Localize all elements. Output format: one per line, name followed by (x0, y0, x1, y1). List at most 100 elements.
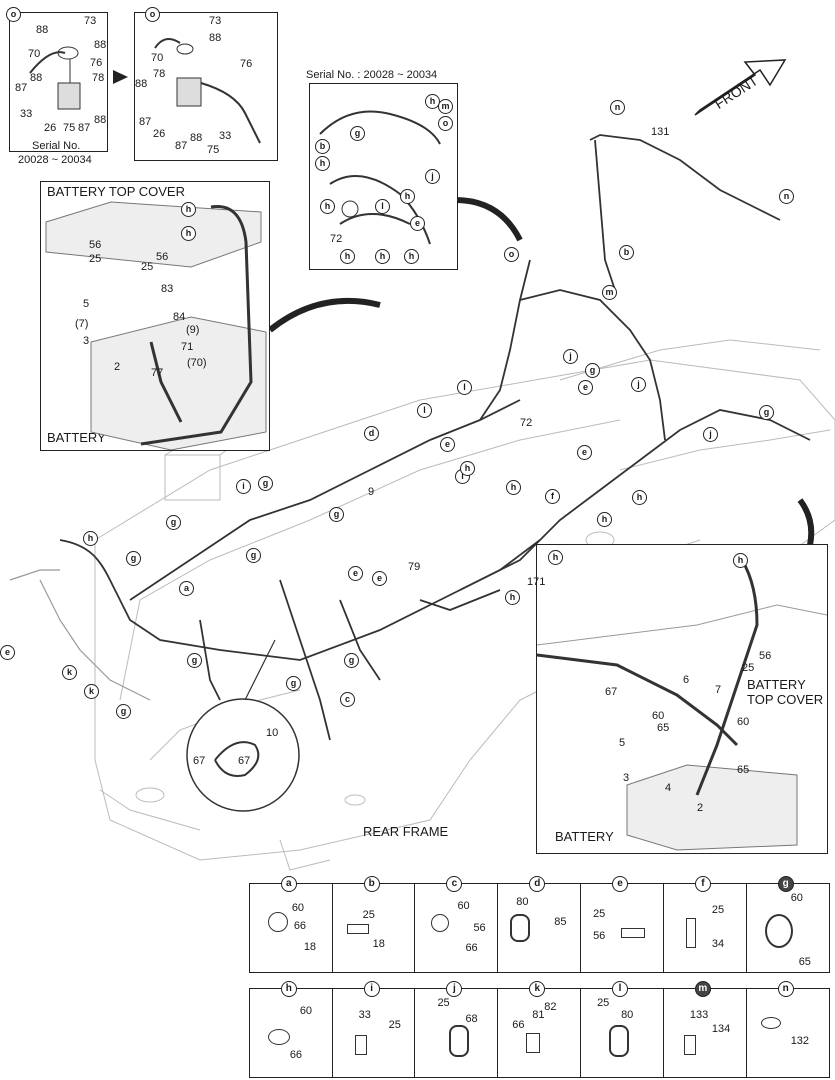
legend-cell-b: b 25 18 (331, 876, 416, 973)
callout-h: h (632, 490, 647, 505)
callout-g: g (759, 405, 774, 420)
callout-g: g (585, 363, 600, 378)
callout-a: a (179, 581, 194, 596)
callout-j: j (703, 427, 718, 442)
inset-o-right: o 73 88 70 76 78 88 87 26 87 88 33 75 (134, 7, 278, 161)
part-label: 9 (368, 486, 375, 498)
part-label: 66 (293, 920, 307, 932)
legend-key: d (529, 876, 546, 892)
part-label: 88 (209, 32, 222, 44)
callout-h: h (597, 512, 612, 527)
callout-e: e (440, 437, 455, 452)
callout-h: h (733, 553, 748, 568)
part-label: 131 (651, 126, 670, 138)
callout-b: b (315, 139, 330, 154)
callout-k: k (84, 684, 99, 699)
part-label: 67 (193, 755, 206, 767)
part-label: 34 (711, 938, 725, 950)
part-label: 25 (362, 909, 375, 921)
callout-g: g (344, 653, 359, 668)
part-label: 133 (689, 1009, 709, 1021)
part-label: 26 (44, 122, 57, 134)
part-label: 88 (94, 114, 107, 126)
callout-g: g (187, 653, 202, 668)
callout-g: g (350, 126, 365, 141)
legend-cell-d: d 80 85 (497, 876, 582, 973)
callout-g: g (126, 551, 141, 566)
callout-e: e (577, 445, 592, 460)
part-label: 75 (63, 122, 76, 134)
part-label: (70) (187, 357, 207, 369)
part-label: 72 (520, 417, 533, 429)
part-label: 67 (605, 686, 618, 698)
callout-c: c (340, 692, 355, 707)
legend-cell-n: n 132 (745, 981, 830, 1078)
part-label: 87 (175, 140, 188, 152)
callout-h: h (548, 550, 563, 565)
part-label: 26 (153, 128, 166, 140)
callout-e: e (0, 645, 15, 660)
part-label: 88 (94, 39, 107, 51)
part-label: 77 (151, 367, 164, 379)
callout-i: i (236, 479, 251, 494)
callout-h: h (340, 249, 355, 264)
legend-key: c (446, 876, 463, 892)
part-label: 68 (465, 1013, 478, 1025)
part-label: 33 (358, 1009, 371, 1021)
part-label: 18 (303, 941, 317, 953)
legend-key: e (612, 876, 629, 892)
part-label: 87 (78, 122, 91, 134)
part-label: 60 (737, 716, 750, 728)
part-label: 7 (715, 684, 722, 696)
part-label: 88 (36, 24, 49, 36)
part-label: (7) (75, 318, 89, 330)
part-label: 83 (161, 283, 174, 295)
part-label: 25 (711, 904, 725, 916)
callout-h: h (320, 199, 335, 214)
legend-key: k (529, 981, 546, 997)
callout-m: m (438, 99, 453, 114)
part-label: 56 (156, 251, 169, 263)
callout-l: l (417, 403, 432, 418)
part-label: 2 (114, 361, 121, 373)
callout-l: l (375, 199, 390, 214)
part-label: 60 (291, 902, 305, 914)
legend-key: h (280, 981, 297, 997)
legend-cell-j: j 25 68 (414, 981, 499, 1078)
callout-n: n (610, 100, 625, 115)
callout-g: g (329, 507, 344, 522)
callout-g: g (246, 548, 261, 563)
part-label: 171 (527, 576, 546, 588)
part-label: 3 (623, 772, 630, 784)
callout-j: j (631, 377, 646, 392)
part-label: 25 (593, 908, 606, 920)
callout-o: o (6, 7, 21, 22)
part-label: 3 (83, 335, 90, 347)
legend-key: f (694, 876, 711, 892)
part-label: (9) (186, 324, 200, 336)
part-label: 65 (737, 764, 750, 776)
part-label: 80 (516, 896, 529, 908)
legend-cell-e: e 25 56 (580, 876, 665, 973)
battery-label: BATTERY (47, 430, 106, 445)
part-label: 60 (790, 892, 803, 904)
part-label: 84 (173, 311, 186, 323)
rear-frame-label: REAR FRAME (363, 824, 449, 839)
legend-key: m (694, 981, 711, 997)
part-label: 10 (266, 727, 279, 739)
part-label: 56 (473, 922, 486, 934)
callout-h: h (315, 156, 330, 171)
part-label: 33 (219, 130, 232, 142)
part-label: 56 (593, 930, 606, 942)
callout-h: h (460, 461, 475, 476)
part-label: 85 (554, 916, 567, 928)
serial-range: 20028 ~ 20034 (18, 154, 92, 166)
part-label: 134 (711, 1023, 731, 1035)
legend-cell-c: c 60 56 66 (414, 876, 499, 973)
callout-e: e (348, 566, 363, 581)
inset-o-left: o 88 73 88 70 76 78 88 87 33 26 75 87 88 (6, 7, 108, 152)
legend-cell-a: a 60 66 18 (248, 876, 333, 973)
callout-h: h (404, 249, 419, 264)
callout-o: o (504, 247, 519, 262)
part-label: 25 (89, 253, 102, 265)
